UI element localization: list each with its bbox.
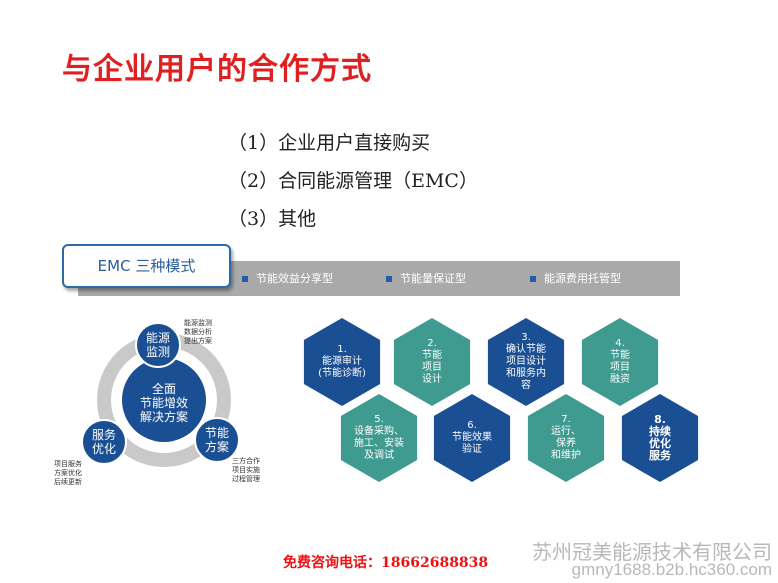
step-hexagon-7	[527, 394, 605, 482]
step-label-3: 3.确认节能项目设计和服务内容	[506, 332, 546, 391]
center-text: 全面节能增效解决方案	[139, 382, 188, 424]
list-item: （1）企业用户直接购买	[228, 132, 431, 154]
note-plan: 三方合作项目实施过程管理	[232, 457, 260, 483]
node-plan-text: 节能方案	[204, 426, 229, 454]
square-bullet-icon	[242, 276, 248, 282]
step-hexagon-1	[303, 318, 381, 406]
note-monitor: 能源监测数据分析提出方案	[184, 319, 212, 345]
step-hexagon-2	[393, 318, 471, 406]
square-bullet-icon	[530, 276, 536, 282]
watermark-url: gmny1688.b2b.hc360.com	[571, 560, 772, 579]
step-hexagon-8	[621, 394, 699, 482]
center-circle	[122, 358, 206, 442]
cooperation-list: （1）企业用户直接购买 （2）合同能源管理（EMC） （3）其他	[228, 124, 478, 238]
step-hexagon-6	[433, 394, 511, 482]
step-label-1: 1.能源审计(节能诊断)	[318, 344, 366, 379]
step-hexagon-3	[487, 318, 565, 406]
step-label-8: 8.持续优化服务	[649, 413, 671, 462]
node-service-text: 服务优化	[91, 428, 116, 456]
step-label-7: 7.运行、保养和维护	[551, 414, 581, 461]
slide-title: 与企业用户的合作方式	[62, 52, 372, 87]
mode-item-3: 能源费用托管型	[530, 270, 621, 286]
node-service	[81, 419, 127, 465]
step-hexagon-5	[340, 394, 418, 482]
square-bullet-icon	[386, 276, 392, 282]
node-monitor-text: 能源监测	[145, 331, 170, 359]
step-label-4: 4.节能项目融资	[610, 338, 630, 385]
emc-modes-label: EMC 三种模式	[62, 244, 231, 288]
consult-phone: 免费咨询电话：18662688838	[283, 555, 489, 571]
list-item: （3）其他	[228, 208, 317, 230]
note-service: 项目服务方案优化后续更新	[54, 460, 82, 486]
list-item: （2）合同能源管理（EMC）	[228, 170, 478, 192]
mode-item-1: 节能效益分享型	[242, 270, 333, 286]
step-label-6: 6.节能效果验证	[452, 420, 492, 455]
step-label-2: 2.节能项目设计	[422, 338, 442, 385]
mode-item-2: 节能量保证型	[386, 270, 466, 286]
watermark-company: 苏州冠美能源技术有限公司	[532, 542, 772, 564]
node-monitor	[135, 322, 181, 368]
step-hexagon-4	[581, 318, 659, 406]
step-label-5: 5.设备采购、施工、安装及调试	[354, 414, 404, 461]
node-plan	[194, 417, 240, 463]
